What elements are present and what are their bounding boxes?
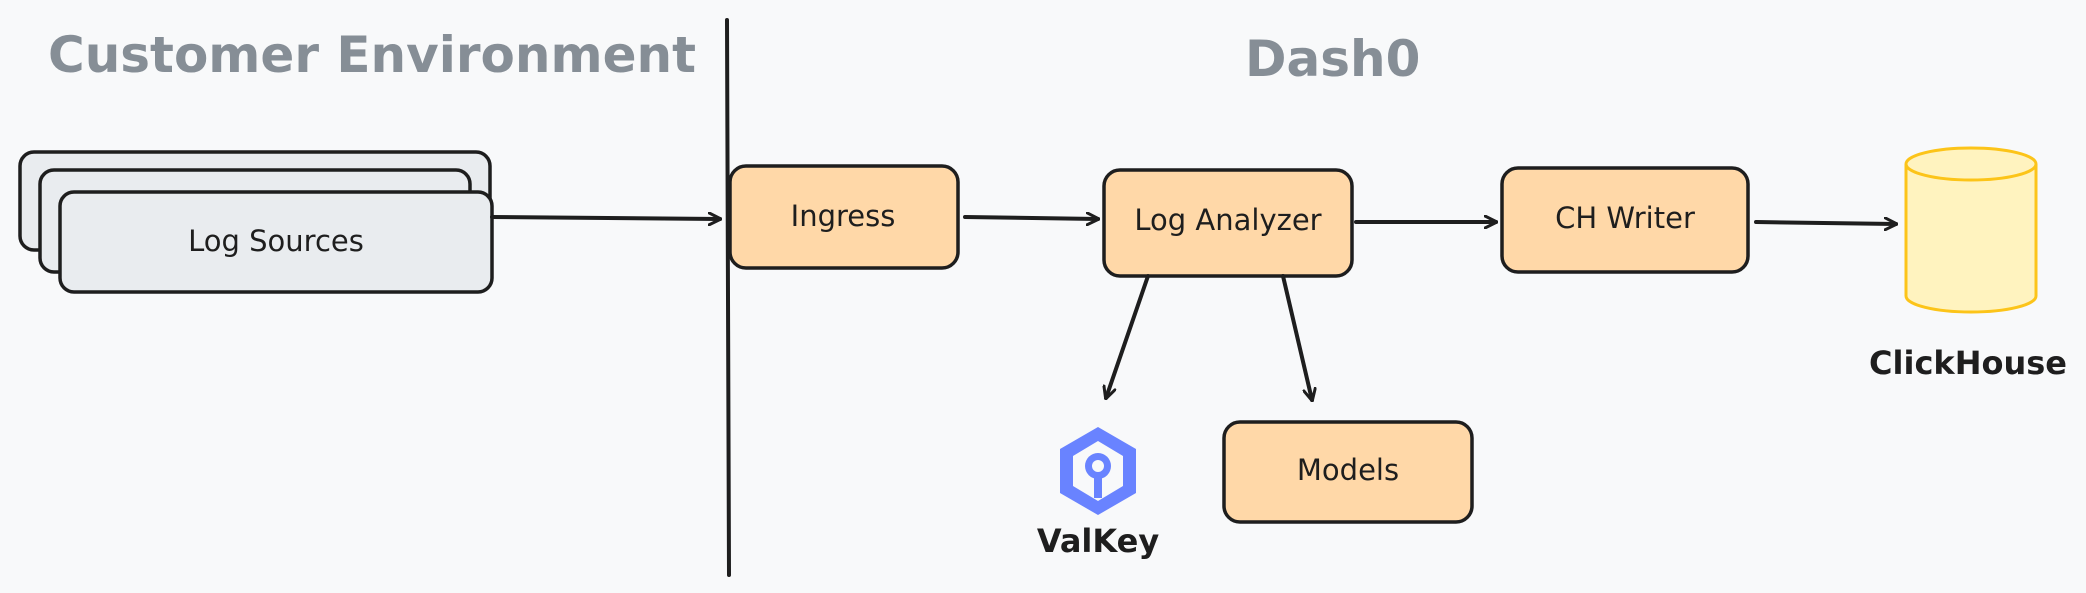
valkey-node: ValKey (1037, 427, 1160, 560)
models-box (1222, 420, 1474, 524)
customer-environment-title: Customer Environment (48, 26, 696, 84)
cylinder-body (1904, 164, 2038, 314)
arrow-log-analyzer-to-valkey (1106, 274, 1150, 398)
ingress-node: Ingress (728, 164, 960, 270)
ch-writer-box (1500, 166, 1750, 274)
cylinder-top (1904, 146, 2038, 182)
log-sources-stack-front (58, 190, 494, 294)
clickhouse-node: ClickHouse (1869, 146, 2067, 382)
log-analyzer-node: Log Analyzer (1102, 168, 1354, 278)
ingress-label: Ingress (791, 199, 896, 233)
environment-boundary (725, 18, 731, 577)
log-analyzer-box (1102, 168, 1354, 278)
models-label: Models (1297, 453, 1399, 487)
valkey-label: ValKey (1037, 522, 1160, 560)
ingress-box (728, 164, 960, 270)
clickhouse-label: ClickHouse (1869, 344, 2067, 382)
log-analyzer-label: Log Analyzer (1134, 203, 1321, 237)
ch-writer-node: CH Writer (1500, 166, 1750, 274)
arrow-ingress-to-log-analyzer (963, 217, 1098, 219)
database-cylinder-icon (1904, 146, 2038, 314)
dash0-title: Dash0 (1245, 30, 1420, 88)
log-sources-node: Log Sources (18, 150, 494, 294)
log-sources-label: Log Sources (188, 224, 364, 258)
arrow-ch-writer-to-clickhouse (1754, 222, 1896, 224)
ch-writer-label: CH Writer (1555, 201, 1695, 235)
models-node: Models (1222, 420, 1474, 524)
arrow-log-analyzer-to-models (1281, 274, 1312, 400)
arrow-log-sources-to-ingress (490, 217, 720, 219)
valkey-logo-icon (1060, 427, 1136, 515)
